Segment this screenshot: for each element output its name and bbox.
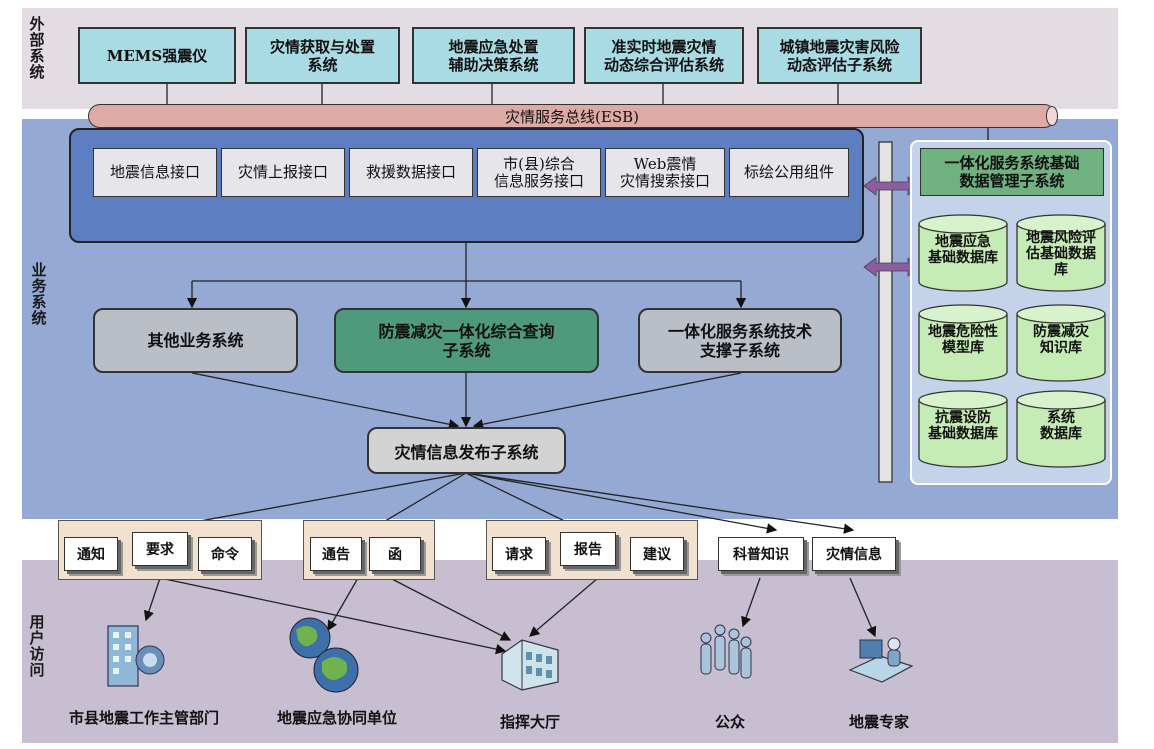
document-suggestion: 建议 [630,537,684,571]
database-emergency-basic: 地震应急 基础数据库 [918,214,1008,292]
database-icon [1016,304,1106,382]
user-access-band [22,560,1118,743]
database-label: 系统 数据库 [1040,410,1082,442]
esb-label: 灾情服务总线(ESB) [505,107,639,126]
user-band-label: 用户访问 [29,613,45,679]
document-request: 请求 [492,537,546,571]
document-letter: 函 [369,537,421,571]
external-system-emergency-decision: 地震应急处置 辅助决策系统 [412,27,575,84]
user-label-public: 公众 [714,713,745,731]
database-seismic-fortification: 抗震设防 基础数据库 [918,390,1008,468]
database-label: 地震危险性 模型库 [928,324,998,356]
document-order: 命令 [198,537,252,571]
interface-disaster-report: 灾情上报接口 [221,148,345,197]
interface-plotting-component: 标绘公用组件 [729,148,849,197]
document-disaster-info: 灾情信息 [812,537,896,571]
user-label-experts: 地震专家 [848,713,909,731]
document-announcement: 通告 [310,537,362,571]
database-label: 抗震设防 基础数据库 [928,410,998,442]
people-icon [700,624,752,679]
database-label: 地震应急 基础数据库 [928,234,998,266]
user-label-command-hall: 指挥大厅 [499,713,560,731]
user-label-coordination-units: 地震应急协同单位 [276,709,397,727]
document-science-knowledge: 科普知识 [718,537,804,571]
subsystem-other-business: 其他业务系统 [93,308,298,373]
database-system: 系统 数据库 [1016,390,1106,468]
interface-rescue-data: 救援数据接口 [349,148,473,197]
database-icon [918,390,1008,468]
database-hazard-model: 地震危险性 模型库 [918,304,1008,382]
esb-pipe-end [1046,106,1058,126]
database-knowledge: 防震减灾 知识库 [1016,304,1106,382]
database-icon [918,304,1008,382]
external-system-mems: MEMS强震仪 [78,27,236,84]
database-risk-assessment: 地震风险评 估基础数据 库 [1016,214,1106,292]
database-icon [918,214,1008,292]
document-requirement: 要求 [132,532,188,566]
interface-earthquake-info: 地震信息接口 [93,148,217,197]
user-label-municipal-dept: 市县地震工作主管部门 [68,709,219,727]
interface-city-county-info: 市(县)综合 信息服务接口 [477,148,601,197]
subsystem-integrated-query: 防震减灾一体化综合查询 子系统 [334,308,599,373]
business-band-label: 业务系统 [31,261,47,327]
hall-icon [501,639,559,691]
document-notice: 通知 [64,537,118,571]
database-icon [1016,214,1106,292]
expert-icon [848,637,914,683]
document-report: 报告 [560,532,616,566]
building-icon [107,625,165,687]
external-system-disaster-acquisition: 灾情获取与处置 系统 [245,27,400,84]
external-band-label: 外部系统 [29,15,45,81]
data-management-title: 一体化服务系统基础 数据管理子系统 [920,148,1104,196]
database-label: 地震风险评 估基础数据 库 [1026,230,1096,278]
external-system-urban-risk: 城镇地震灾害风险 动态评估子系统 [757,27,922,84]
interface-web-search: Web震情 灾情搜索接口 [605,148,725,197]
external-system-realtime-assessment: 准实时地震灾情 动态综合评估系统 [584,27,744,84]
globe-icon [289,617,359,693]
subsystem-tech-support: 一体化服务系统技术 支撑子系统 [638,308,842,373]
database-label: 防震减灾 知识库 [1033,324,1089,356]
subsystem-info-release: 灾情信息发布子系统 [367,427,566,474]
esb-bus: 灾情服务总线(ESB) [88,104,1056,128]
database-icon [1016,390,1106,468]
